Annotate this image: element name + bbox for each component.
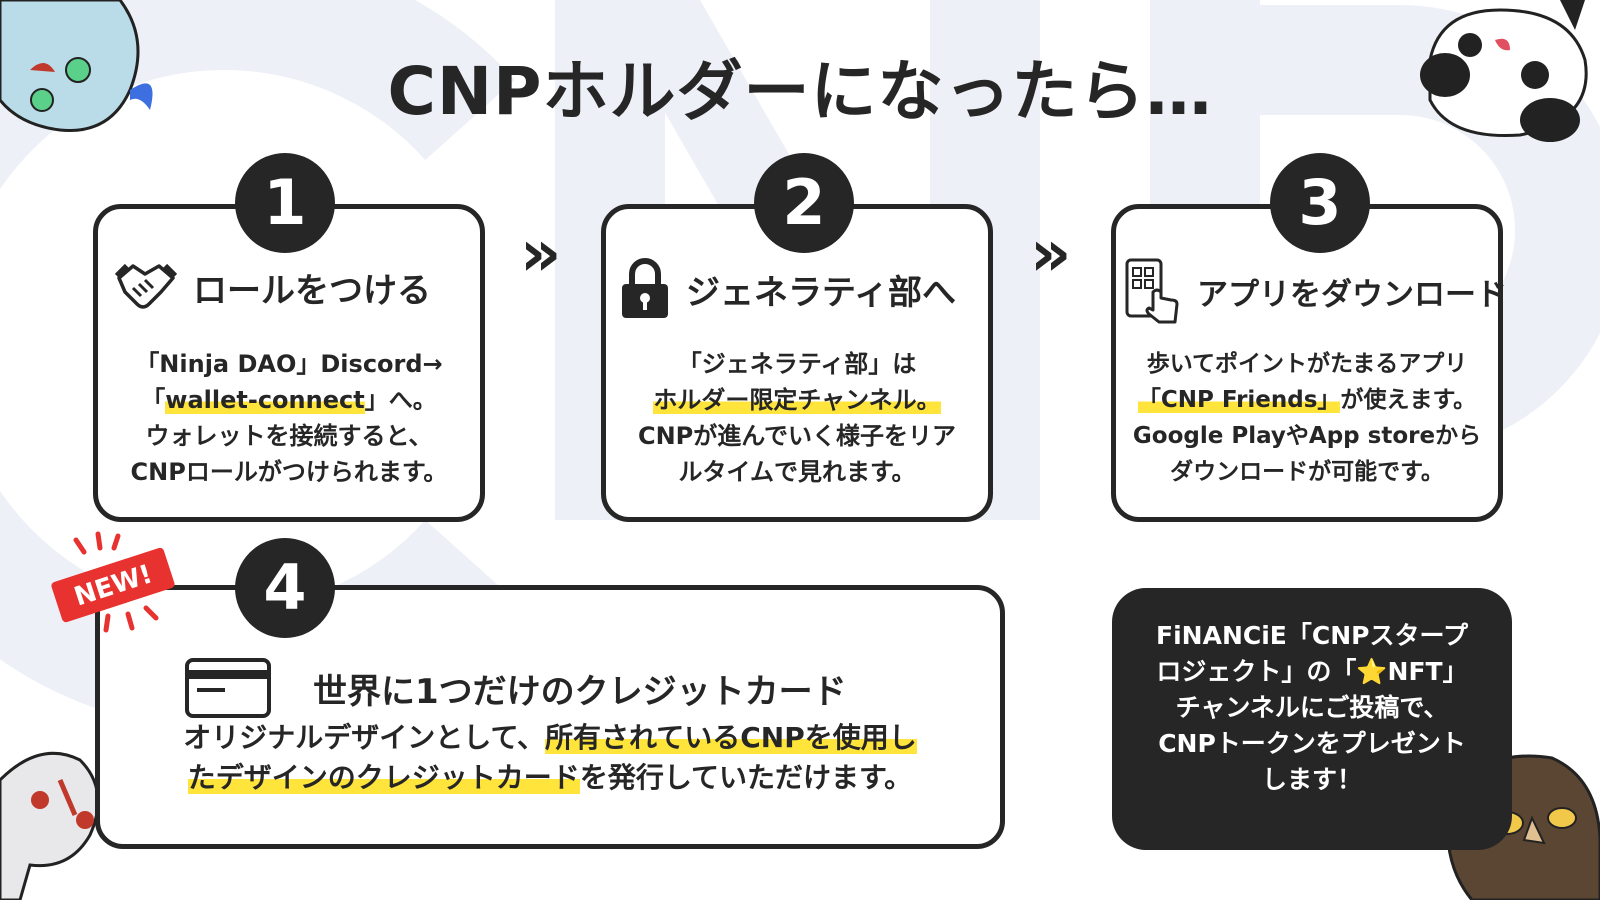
promo-line: CNPトークンをプレゼント bbox=[1158, 729, 1466, 758]
text-line: CNPロールがつけられます。 bbox=[130, 458, 448, 486]
step-2-heading: ジェネラティ部へ bbox=[620, 258, 956, 320]
next-step-arrow-icon: » bbox=[1030, 217, 1072, 291]
credit-card-icon bbox=[185, 658, 271, 718]
text-line: 「Ninja DAO」Discord→ bbox=[135, 350, 443, 378]
next-step-arrow-icon: » bbox=[520, 217, 562, 291]
text-line: Google PlayやApp storeから bbox=[1132, 423, 1482, 449]
step-1-number: 1 bbox=[235, 153, 335, 253]
step-1-heading-text: ロールをつける bbox=[193, 270, 431, 311]
text-line: ルタイムで見れます。 bbox=[678, 458, 916, 486]
step-3-heading-text: アプリをダウンロード bbox=[1197, 276, 1507, 313]
text-line: CNPが進んでいく様子をリア bbox=[637, 422, 957, 450]
highlighted-text: 所有されているCNPを使用し bbox=[545, 721, 917, 754]
new-badge: NEW! bbox=[51, 531, 175, 633]
text-line: 「CNP Friends」が使えます。 bbox=[1137, 387, 1477, 413]
promo-line: します！ bbox=[1261, 765, 1362, 794]
step-3-description: 歩いてポイントがたまるアプリ 「CNP Friends」が使えます。 Googl… bbox=[1106, 346, 1508, 490]
handshake-icon bbox=[115, 258, 177, 316]
step-2-heading-text: ジェネラティ部へ bbox=[686, 272, 956, 313]
text-line: 「ジェネラティ部」は bbox=[677, 350, 917, 378]
page-title: CNPホルダーになったら… bbox=[387, 53, 1213, 130]
step-1-description: 「Ninja DAO」Discord→ 「wallet-connect」へ。 ウ… bbox=[98, 346, 480, 490]
highlighted-text: wallet-connect bbox=[165, 386, 365, 414]
highlighted-text: たデザインのクレジットカード bbox=[187, 761, 580, 794]
phone-tap-icon bbox=[1125, 258, 1181, 324]
text-line: 「wallet-connect」へ。 bbox=[141, 386, 437, 414]
promo-line: ロジェクト」の「⭐NFT」 bbox=[1156, 657, 1468, 686]
step-2-description: 「ジェネラティ部」は ホルダー限定チャンネル。 CNPが進んでいく様子をリア ル… bbox=[606, 346, 988, 490]
step-1-card bbox=[93, 204, 485, 522]
panda-character-top-right bbox=[1420, 0, 1588, 142]
text-line: たデザインのクレジットカードを発行していただけます。 bbox=[187, 761, 913, 794]
text-line: ダウンロードが可能です。 bbox=[1170, 459, 1444, 485]
step-4-number: 4 bbox=[235, 538, 335, 638]
step-2-number: 2 bbox=[754, 153, 854, 253]
promo-box: FiNANCiE「CNPスタープ ロジェクト」の「⭐NFT」 チャンネルにご投稿… bbox=[1112, 588, 1512, 850]
highlighted-text: ホルダー限定チャンネル。 bbox=[653, 386, 941, 414]
step-4-heading-text: 世界に1つだけのクレジットカード bbox=[313, 671, 847, 712]
lock-icon bbox=[620, 258, 670, 320]
step-2-card bbox=[601, 204, 993, 522]
text-line: オリジナルデザインとして、所有されているCNPを使用し bbox=[183, 721, 917, 754]
step-3-heading: アプリをダウンロード bbox=[1125, 258, 1507, 324]
text-line: ホルダー限定チャンネル。 bbox=[606, 382, 988, 418]
text-line: ウォレットを接続すると、 bbox=[145, 422, 433, 450]
step-4-description: オリジナルデザインとして、所有されているCNPを使用し たデザインのクレジットカ… bbox=[100, 718, 1000, 798]
step-3-card bbox=[1111, 204, 1503, 522]
step-1-heading: ロールをつける bbox=[115, 258, 431, 316]
highlighted-text: 「CNP Friends」 bbox=[1137, 387, 1341, 413]
step-3-number: 3 bbox=[1270, 153, 1370, 253]
snake-character-bottom-left bbox=[0, 751, 100, 900]
ghost-character-top-left bbox=[0, 0, 153, 132]
text-line: 歩いてポイントがたまるアプリ bbox=[1146, 351, 1468, 377]
step-4-heading: 世界に1つだけのクレジットカード bbox=[185, 658, 847, 718]
promo-line: FiNANCiE「CNPスタープ bbox=[1156, 621, 1468, 650]
promo-line: チャンネルにご投稿で、 bbox=[1175, 693, 1449, 722]
